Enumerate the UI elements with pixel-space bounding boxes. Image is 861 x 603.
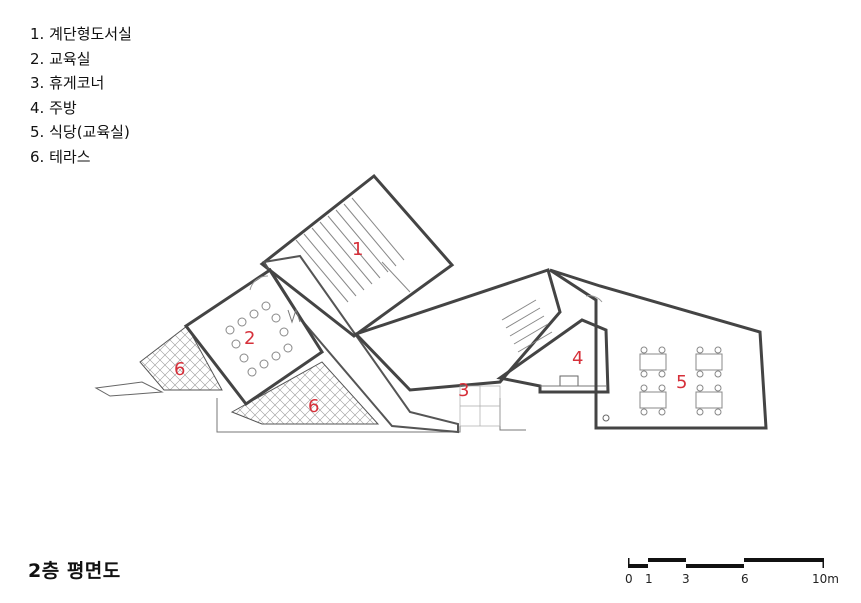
room-3-outline <box>353 268 562 392</box>
legend-item-6: 6. 테라스 <box>30 147 91 166</box>
sink <box>559 375 579 387</box>
legend-item-4: 4. 주방 <box>30 98 77 117</box>
service-stairs <box>501 299 553 353</box>
room-1-outline <box>259 173 455 338</box>
scale-labels: 0 1 3 6 10m <box>0 572 861 592</box>
base-strip-right <box>499 398 526 431</box>
scale-tick-0: 0 <box>625 572 633 586</box>
legend-item-5: 5. 식당(교육실) <box>30 123 130 141</box>
room-label-3: 3 <box>458 380 469 401</box>
room-label-6a: 6 <box>174 359 185 380</box>
room-label-4: 4 <box>572 348 583 369</box>
room-4-outline <box>496 318 610 394</box>
scale-tick-10m: 10m <box>812 572 839 586</box>
terrace-left <box>139 325 223 391</box>
ramp <box>94 381 164 397</box>
room-label-1: 1 <box>352 239 363 260</box>
rest-area-grid <box>459 385 501 427</box>
legend-item-1: 1. 계단형도서실 <box>30 25 132 43</box>
base-strip <box>216 398 461 433</box>
plan-title: 2층 평면도 <box>28 560 121 582</box>
legend: 1. 계단형도서실 2. 교육실 3. 휴게코너 4. 주방 5. 식당(교육실… <box>30 22 132 169</box>
classroom-chairs <box>225 301 293 377</box>
room-5-outline <box>549 268 768 430</box>
scale-tick-6: 6 <box>741 572 749 586</box>
column-marker <box>602 414 610 422</box>
room-2-outline <box>183 267 325 407</box>
terrace-bottom <box>230 361 380 425</box>
room-label-5: 5 <box>676 372 687 393</box>
scale-tick-3: 3 <box>682 572 690 586</box>
dining-tables <box>639 346 723 416</box>
scale-tick-1: 1 <box>645 572 653 586</box>
room-label-2: 2 <box>244 328 255 349</box>
door-swing-1 <box>249 275 269 291</box>
door-swing-2 <box>585 295 603 303</box>
corridor <box>262 254 459 434</box>
legend-item-3: 3. 휴게코너 <box>30 74 105 92</box>
library-stairs <box>295 197 411 303</box>
scale-bar <box>628 558 824 568</box>
legend-item-2: 2. 교육실 <box>30 49 91 68</box>
folding-door <box>287 308 301 324</box>
room-label-6b: 6 <box>308 396 319 417</box>
